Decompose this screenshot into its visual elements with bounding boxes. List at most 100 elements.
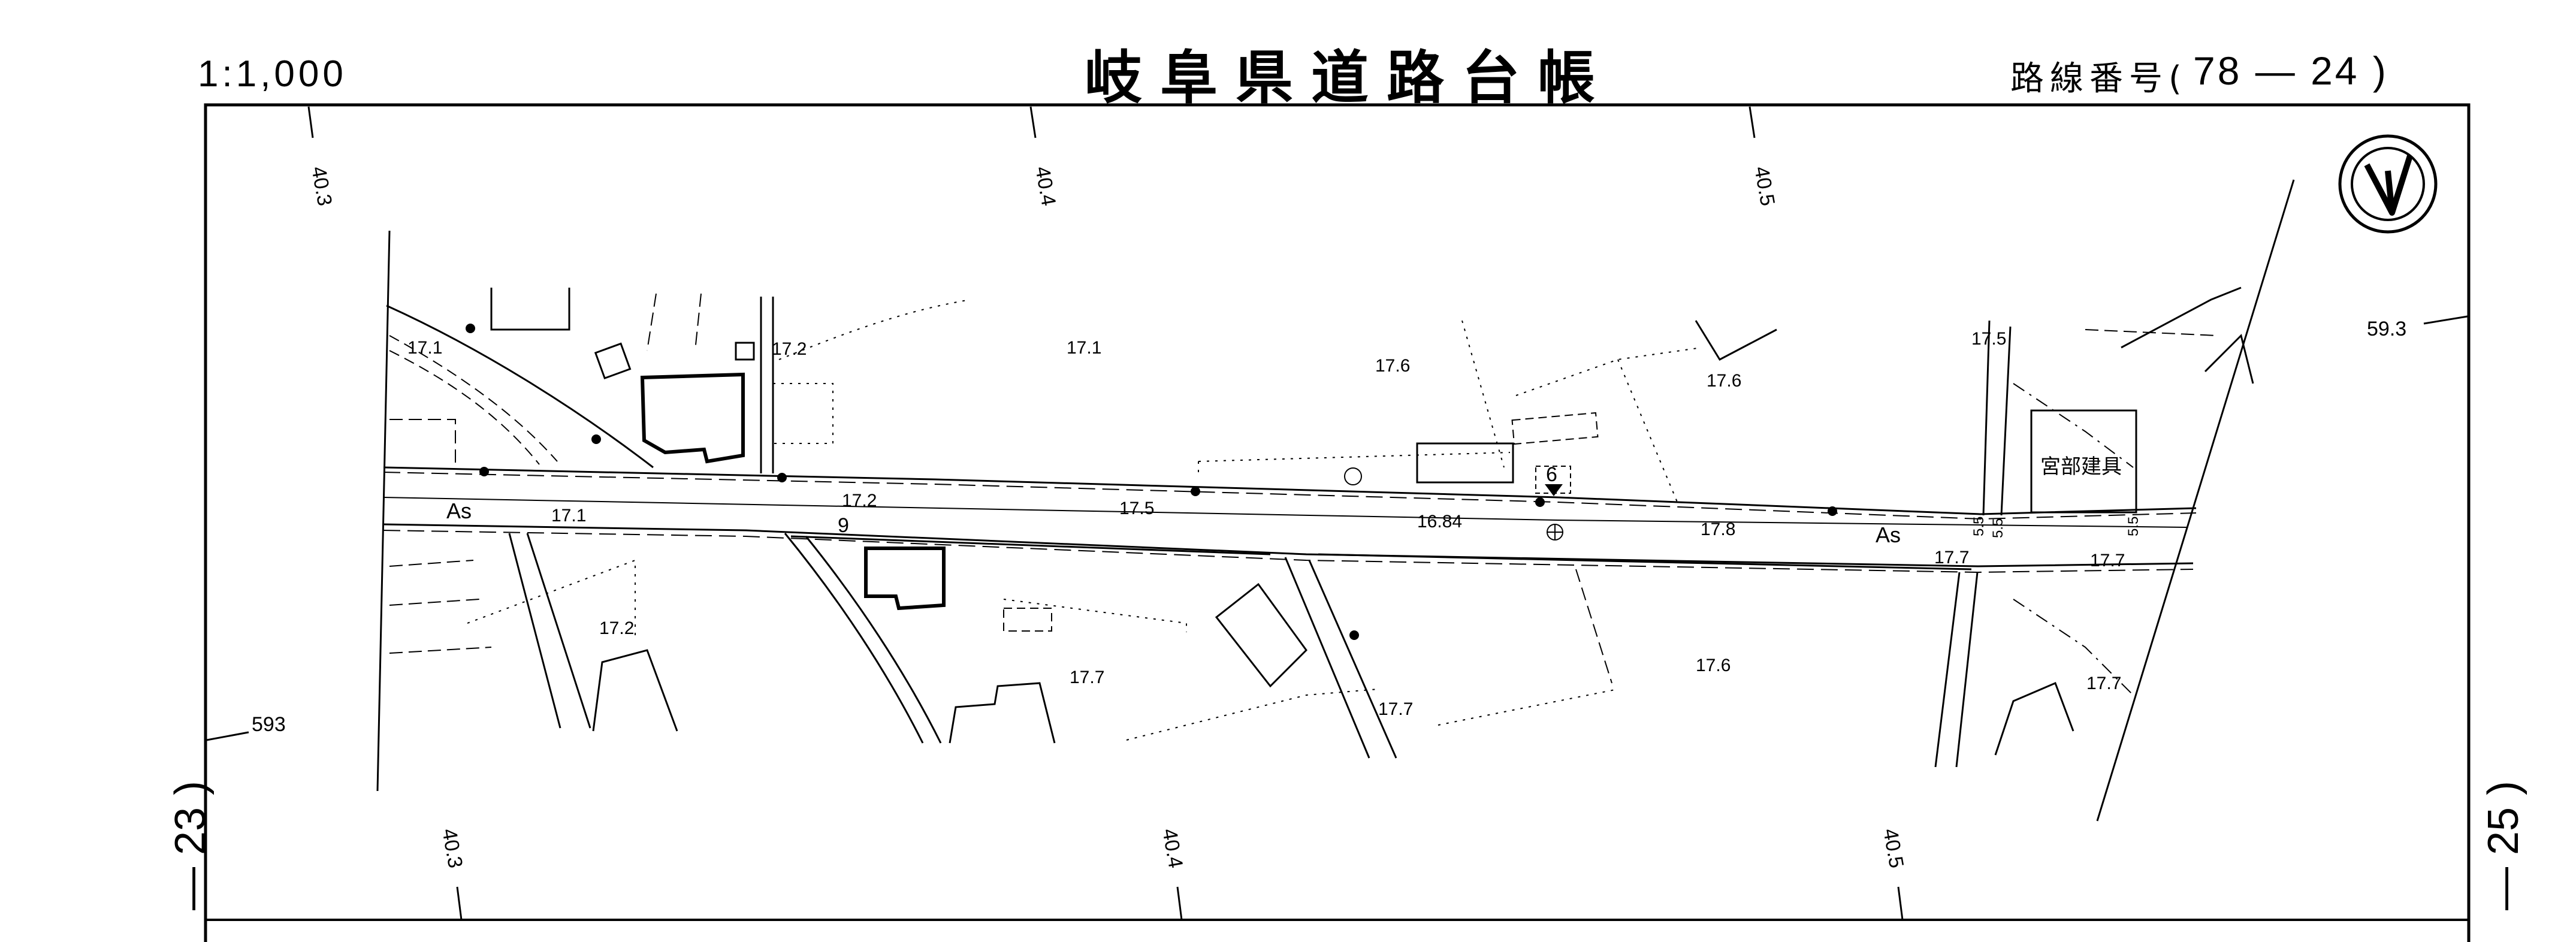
route-number: 78 — 24 ) [2193, 49, 2388, 93]
chainage-tick-top-403 [307, 106, 314, 138]
pole-2 [591, 434, 601, 444]
chainage-top-405: 40.5 [1750, 165, 1779, 208]
property-dotted-s3 [1003, 599, 1187, 632]
structure-dashed-b [1003, 608, 1052, 632]
width-0: 5.5 [1971, 517, 1987, 536]
chainage-bot-404: 40.4 [1158, 827, 1187, 870]
north-arrow-outer [2338, 134, 2438, 234]
surface-label-east: As [1876, 523, 1901, 547]
side-road-mid-a [784, 533, 924, 744]
offset-tick-right [2423, 315, 2468, 325]
elev-13: 17.2 [599, 618, 634, 638]
node-number-6: 6 [1546, 463, 1557, 486]
elev-0: 17.1 [407, 338, 442, 358]
chainage-bot-403: 40.3 [437, 827, 467, 870]
property-dashed-4 [389, 560, 492, 654]
elev-15: 17.7 [1378, 699, 1413, 719]
pole-1 [466, 324, 475, 333]
elev-9: 16.84 [1417, 512, 1462, 532]
building-ne-2 [2204, 334, 2254, 384]
property-dashed-5 [1575, 569, 1612, 684]
lot-nw-top [490, 288, 570, 331]
elev-17: 17.7 [2086, 674, 2121, 693]
building-ne [2121, 286, 2242, 349]
map-frame [204, 103, 2471, 942]
elev-5: 17.5 [1971, 329, 2006, 349]
elev-1: 17.2 [772, 339, 807, 359]
side-road-c-b [1308, 560, 1397, 759]
chainage-tick-bot-405 [1897, 886, 1904, 920]
building-sw-2 [592, 649, 678, 732]
chainage-tick-bot-404 [1176, 886, 1183, 920]
route-number-label: 路線番号( [2010, 59, 2188, 98]
property-dashed-6 [2013, 383, 2134, 468]
property-dotted-n4 [1617, 359, 1678, 504]
lot-n-corner [1695, 320, 1777, 361]
chainage-bot-405: 40.5 [1879, 827, 1908, 870]
side-road-nw-b [389, 350, 540, 465]
property-dashed-7 [2013, 599, 2134, 696]
elev-4: 17.6 [1707, 371, 1741, 391]
elev-10: 17.8 [1701, 520, 1735, 539]
building-s-1 [949, 682, 1056, 744]
elev-3: 17.6 [1375, 356, 1410, 376]
pole-7 [1828, 506, 1837, 516]
offset-left: 593 [252, 713, 286, 736]
small-structure-1 [594, 342, 632, 380]
property-dashed-2 [694, 293, 702, 351]
building-label-miyabe: 宮部建具 [2040, 455, 2122, 479]
pole-8 [1349, 630, 1359, 640]
chainage-top-403: 40.3 [307, 165, 336, 208]
elev-12: 17.7 [2090, 551, 2125, 570]
building-se [1215, 582, 1307, 688]
road-south-edge [383, 523, 2194, 567]
elev-14: 17.7 [1070, 668, 1104, 687]
road-south-edge-2 [790, 535, 1271, 555]
width-2: 5.5 [2125, 517, 2142, 536]
side-road-e-a [1982, 320, 1991, 516]
property-dotted-s2 [1438, 689, 1618, 726]
road-south-edge-3 [1318, 553, 1972, 570]
chainage-tick-top-404 [1029, 106, 1037, 138]
property-dotted-n3 [1461, 320, 1505, 468]
manhole-1 [1344, 467, 1362, 485]
property-dashed-1 [647, 293, 657, 351]
elev-2: 17.1 [1067, 338, 1101, 358]
chainage-tick-bot-403 [456, 886, 463, 920]
north-arrow-needle [2364, 155, 2413, 216]
width-1: 5.5 [1990, 518, 2006, 538]
side-road-sw-b [526, 533, 591, 729]
side-road-nw-a [386, 304, 654, 469]
side-road-mid-b [805, 536, 942, 744]
road-north-dash [383, 472, 2197, 520]
sign-6 [1535, 466, 1571, 494]
building-sw [864, 547, 946, 611]
building-shed [1416, 442, 1514, 484]
elev-11: 17.7 [1934, 548, 1969, 567]
road-north-edge [383, 466, 2197, 515]
pole-6 [1535, 497, 1545, 507]
offset-right: 59.3 [2367, 318, 2406, 340]
side-road-c-a [1284, 557, 1370, 759]
building-miyabe [2030, 409, 2137, 514]
road-south-dash [383, 530, 2194, 573]
building-se-2 [1994, 682, 2074, 756]
offset-tick-left [206, 731, 249, 741]
elev-6: 17.2 [842, 491, 877, 511]
node-number-9: 9 [838, 514, 849, 537]
small-structure-2 [735, 342, 755, 361]
map-scale: 1:1,000 [198, 53, 347, 95]
pole-5 [1191, 487, 1200, 496]
property-dashed-8 [2085, 329, 2218, 336]
property-dotted-w2 [467, 559, 636, 635]
property-dashed-3 [389, 419, 456, 467]
building-nw [640, 372, 745, 464]
elev-8: 17.5 [1119, 499, 1154, 518]
pole-4 [777, 473, 787, 482]
marker-triangle [1545, 484, 1563, 496]
side-road-e-d [1955, 572, 1979, 768]
side-road-e-c [1934, 572, 1961, 768]
side-road-sw-a [508, 533, 561, 729]
